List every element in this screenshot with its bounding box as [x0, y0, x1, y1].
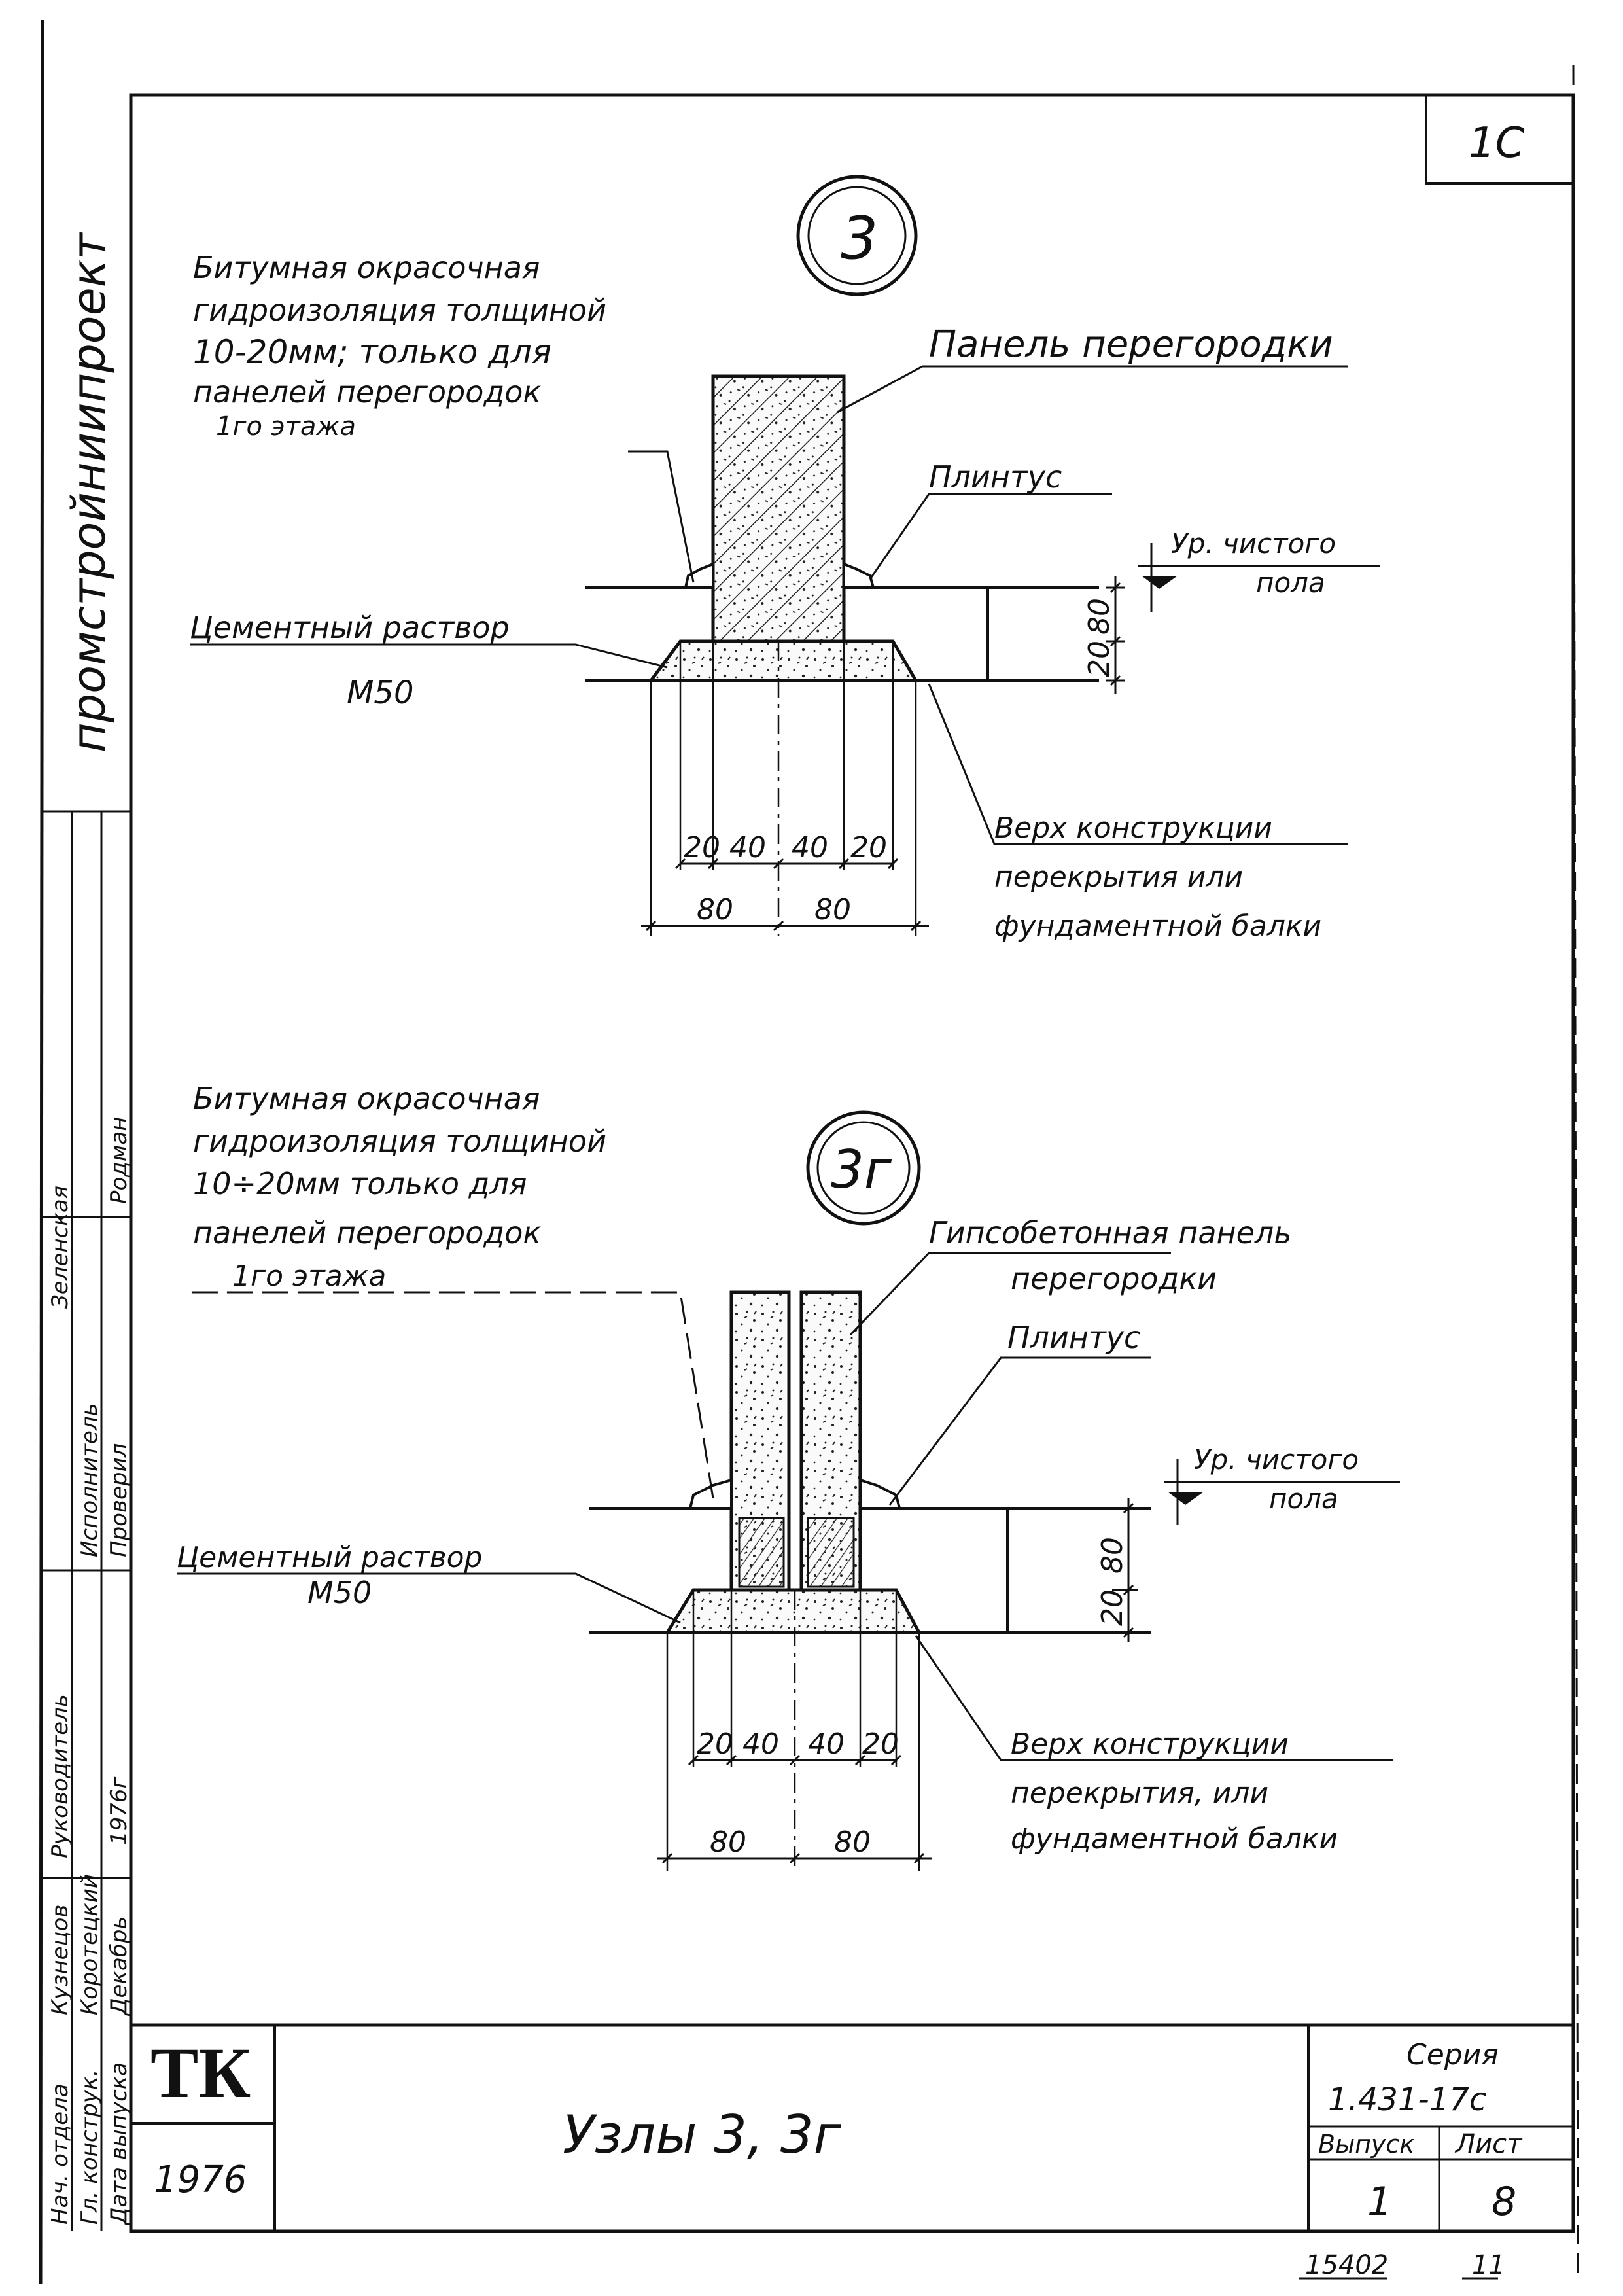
dim-label: 20: [684, 831, 720, 864]
dim-label: 20: [1096, 1589, 1129, 1626]
stamp-text: Нач. отдела: [47, 2083, 73, 2225]
dim-label: 80: [710, 1826, 746, 1859]
note-line: панелей перегородок: [193, 374, 541, 410]
stamp-text: 1976г: [106, 1776, 132, 1845]
note-line: гидроизоляция толщиной: [193, 292, 606, 328]
dim-label: 80: [697, 893, 733, 927]
note-line: Битумная окрасочная: [193, 1081, 540, 1116]
mortar-bed: [664, 1588, 922, 1634]
footer-code: 15402: [1305, 2250, 1388, 2280]
wood-sleeper: [807, 1517, 855, 1588]
stamp-text: Исполнитель: [77, 1403, 103, 1557]
wood-sleeper: [738, 1517, 785, 1588]
stamp-roles: Нач. отдела Гл. конструк. Дата выпуска Р…: [47, 1116, 132, 2226]
plinth-left: [688, 1478, 733, 1510]
plinth-label: Плинтус: [1007, 1320, 1140, 1355]
stamp-text: Кузнецов: [47, 1905, 73, 2015]
panel-label: Панель перегородки: [929, 323, 1333, 366]
dim-label: 80: [814, 893, 851, 927]
dim-label: 40: [729, 831, 766, 864]
dim-label: 80: [834, 1826, 871, 1859]
dim-label: 20: [850, 831, 887, 864]
note-line: 10-20мм; только для: [193, 333, 551, 371]
dim-label: 20: [697, 1727, 733, 1761]
stamp-text: Коротецкий: [77, 1874, 103, 2015]
stamp-text: Руководитель: [47, 1694, 73, 1858]
detail-3: 3: [190, 175, 1380, 943]
sheet-value: 8: [1492, 2179, 1516, 2225]
dim-label: 40: [808, 1727, 845, 1761]
level-label: пола: [1256, 567, 1325, 599]
series-label: Серия: [1406, 2038, 1499, 2072]
mortar-label: М50: [307, 1575, 372, 1610]
detail-number: 3: [841, 204, 878, 273]
level-label: Ур. чистого: [1171, 527, 1336, 559]
base-label: перекрытия, или: [1011, 1776, 1268, 1810]
stamp-text: Гл. конструк.: [77, 2070, 103, 2225]
stamp-text: Декабрь: [106, 1916, 132, 2017]
stamp-text: Проверил: [106, 1443, 132, 1557]
dim-label: 20: [862, 1727, 899, 1761]
plinth-right: [859, 1478, 901, 1510]
stamp-text: Дата выпуска: [106, 2062, 132, 2226]
side-stamp: [43, 810, 131, 2231]
sheet-title: Узлы 3, 3г: [563, 2104, 842, 2165]
dim-label: 40: [792, 831, 828, 864]
level-label: пола: [1269, 1483, 1338, 1515]
note-line: панелей перегородок: [193, 1215, 541, 1250]
plinth-label: Плинтус: [929, 459, 1062, 495]
note-line: Битумная окрасочная: [193, 250, 540, 285]
base-label: Верх конструкции: [1011, 1727, 1289, 1761]
footer-page: 11: [1472, 2250, 1505, 2280]
panel-label: перегородки: [1011, 1261, 1217, 1296]
stamp-text: Родман: [106, 1116, 132, 1204]
mortar-bed: [648, 639, 919, 682]
panel-label: Гипсобетонная панель: [929, 1215, 1291, 1250]
detail-bubble: [806, 1110, 921, 1226]
base-label: фундаментной балки: [994, 910, 1321, 943]
title-block: [131, 2023, 1573, 2231]
level-label: Ур. чистого: [1194, 1443, 1359, 1475]
mortar-label: Цементный раствор: [177, 1541, 482, 1574]
base-label: фундаментной балки: [1011, 1822, 1338, 1856]
plinth-right: [843, 562, 875, 589]
issue-label: Выпуск: [1318, 2130, 1414, 2159]
detail-number: 3г: [831, 1139, 892, 1200]
org-vertical-label: промстройниипроект: [62, 232, 116, 752]
dim-label: 80: [1096, 1537, 1129, 1574]
year-label: 1976: [154, 2159, 247, 2201]
note-line: 1го этажа: [216, 412, 356, 442]
note-line: 10÷20мм только для: [193, 1166, 527, 1201]
sheet-corner-label: 1C: [1469, 119, 1525, 168]
series-value: 1.431-17с: [1328, 2081, 1486, 2118]
sheet-label: Лист: [1454, 2129, 1523, 2159]
stamp-text: Зеленская: [47, 1186, 73, 1309]
mortar-label: М50: [347, 675, 414, 711]
issue-value: 1: [1367, 2179, 1392, 2225]
partition-panel: [711, 374, 846, 643]
org-logo: ТК: [150, 2033, 251, 2113]
sheet-frame: [39, 19, 1579, 2284]
note-line: гидроизоляция толщиной: [193, 1123, 606, 1159]
dim-label: 80: [1083, 598, 1116, 635]
dim-label: 20: [1083, 641, 1116, 677]
base-label: перекрытия или: [994, 860, 1243, 894]
note-line: 1го этажа: [232, 1260, 386, 1293]
detail-3g: 3г: [177, 1081, 1400, 1871]
mortar-label: Цементный раствор: [190, 610, 510, 645]
dim-label: 40: [742, 1727, 779, 1761]
detail-bubble: [796, 175, 918, 296]
base-label: Верх конструкции: [994, 811, 1272, 845]
